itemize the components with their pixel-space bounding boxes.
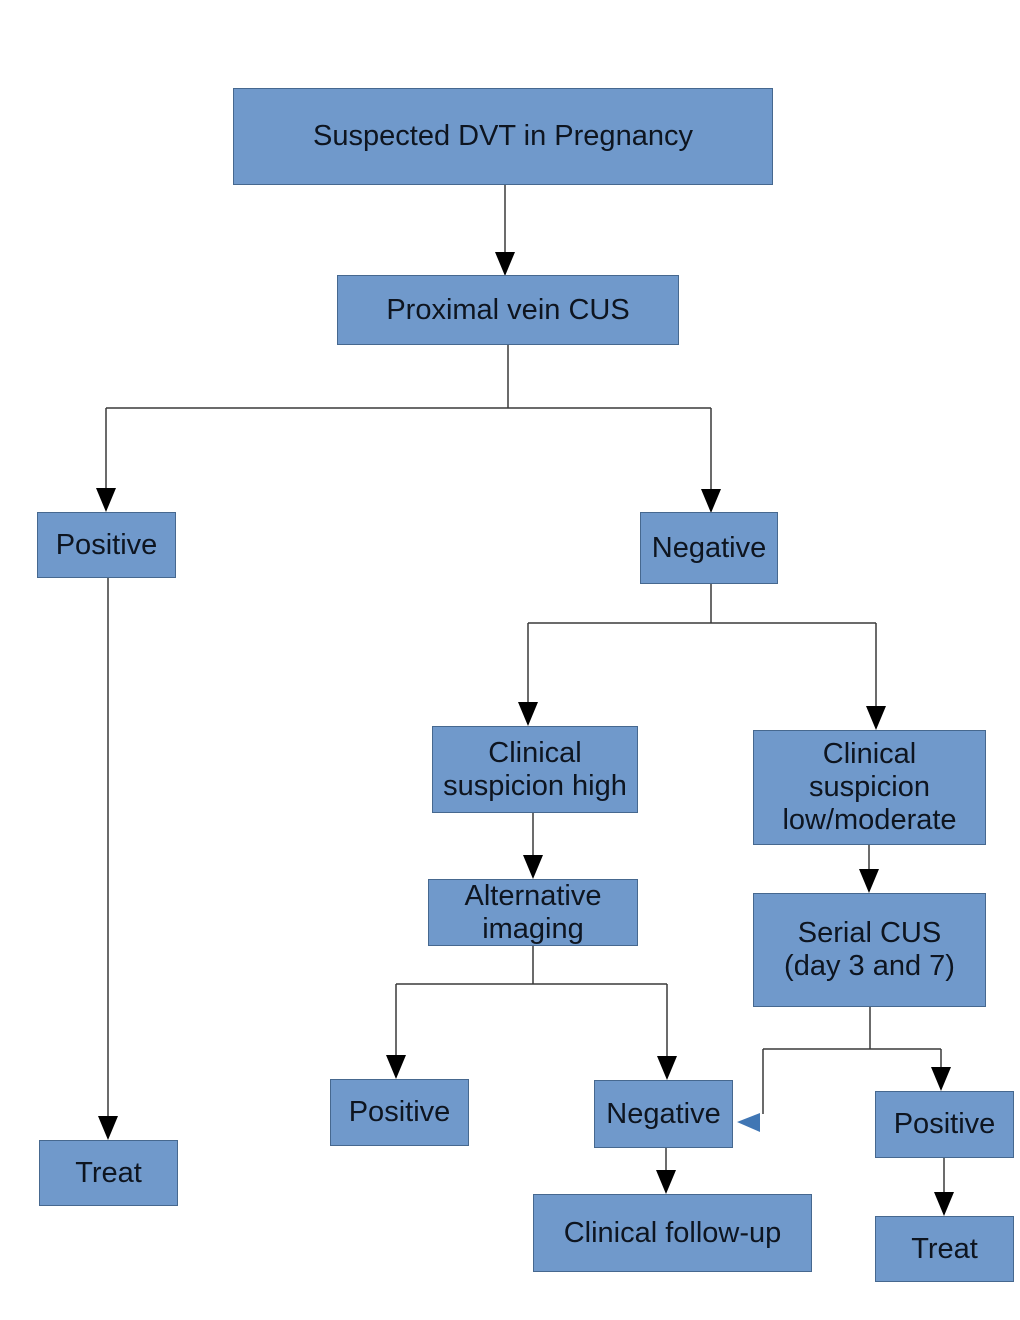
flow-node-suspected-dvt: Suspected DVT in Pregnancy xyxy=(233,88,773,185)
arrowhead-positive-to-treat-right xyxy=(934,1192,954,1216)
flow-node-proximal-vein-cus: Proximal vein CUS xyxy=(337,275,679,345)
arrowhead-positive-to-treat-left xyxy=(98,1116,118,1140)
flow-node-serial-positive: Positive xyxy=(875,1091,1014,1158)
edge-proximal-split xyxy=(105,345,712,490)
arrowhead-proximal-to-negative xyxy=(701,489,721,513)
flow-node-cus-negative: Negative xyxy=(640,512,778,584)
flow-node-treat-left: Treat xyxy=(39,1140,178,1206)
arrowhead-proximal-to-positive xyxy=(96,488,116,512)
arrowhead-high-to-imaging xyxy=(523,855,543,879)
flow-node-imaging-positive: Positive xyxy=(330,1079,469,1146)
arrowhead-negative-to-followup xyxy=(656,1170,676,1194)
arrowhead-imaging-to-negative xyxy=(657,1056,677,1080)
flow-node-serial-cus: Serial CUS (day 3 and 7) xyxy=(753,893,986,1007)
flow-node-treat-right: Treat xyxy=(875,1216,1014,1282)
arrowhead-imaging-to-positive xyxy=(386,1055,406,1079)
arrowhead-serial-to-positive xyxy=(931,1067,951,1091)
flow-node-clinical-suspicion-high: Clinical suspicion high xyxy=(432,726,638,813)
arrowhead-negative-to-suspicion-low xyxy=(866,706,886,730)
flow-node-alternative-imaging: Alternative imaging xyxy=(428,879,638,946)
arrowhead-suspected-to-proximal xyxy=(495,252,515,276)
arrowhead-negative-to-suspicion-high xyxy=(518,702,538,726)
flow-node-clinical-suspicion-low-moderate: Clinical suspicion low/moderate xyxy=(753,730,986,845)
arrowhead-low-to-serial xyxy=(859,869,879,893)
flow-node-imaging-negative: Negative xyxy=(594,1080,733,1148)
arrowhead-serial-to-negative-loop xyxy=(737,1113,760,1132)
edge-imaging-split xyxy=(395,946,668,1057)
edge-negative-split xyxy=(527,584,877,707)
edge-serial-split xyxy=(762,1007,942,1114)
flow-node-cus-positive: Positive xyxy=(37,512,176,578)
flow-node-clinical-follow-up: Clinical follow-up xyxy=(533,1194,812,1272)
